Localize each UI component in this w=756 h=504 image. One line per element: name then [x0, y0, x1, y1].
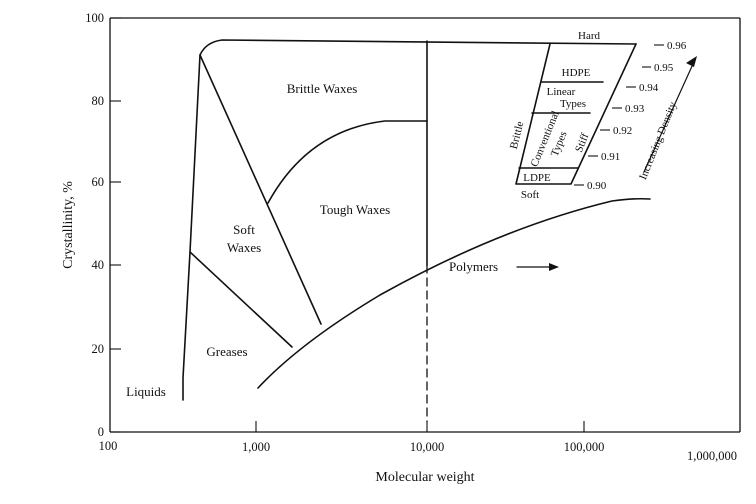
density-label: 0.90 [587, 180, 607, 192]
y-ticks [110, 17, 121, 433]
region-labels: Liquids Greases Soft Waxes Brittle Waxes… [126, 81, 559, 399]
inset-label-linear-types: Linear [547, 86, 576, 98]
density-label: 0.92 [613, 125, 632, 137]
inset-label-ldpe: LDPE [523, 172, 551, 184]
region-label-tough-waxes: Tough Waxes [320, 202, 390, 217]
y-axis-title: Crystallinity, % [61, 181, 76, 269]
inset-label-stiff: Stiff [573, 131, 592, 154]
y-tick-label: 80 [92, 94, 105, 108]
density-label: 0.91 [601, 151, 620, 163]
increasing-density-arrow-head [686, 56, 697, 67]
polymers-arrow-head [549, 263, 559, 271]
y-tick-label: 40 [92, 258, 105, 272]
polymers-arrow [516, 263, 559, 271]
y-tick-label: 20 [92, 342, 105, 356]
density-label: 0.94 [639, 82, 659, 94]
increasing-density-arrow-shaft [643, 63, 694, 173]
outer-envelope-curve [182, 39, 637, 401]
region-label-brittle-waxes: Brittle Waxes [287, 81, 358, 96]
x-tick-label: 1,000 [242, 440, 270, 454]
inset-label-soft: Soft [521, 189, 539, 201]
x-tick-label: 1,000,000 [687, 449, 737, 463]
y-tick-label: 0 [98, 425, 104, 439]
region-label-polymers: Polymers [449, 259, 498, 274]
region-label-soft-waxes: Waxes [227, 240, 261, 255]
y-tick-label: 60 [92, 175, 105, 189]
y-tick-label: 100 [85, 11, 104, 25]
x-tick-labels: 100 1,000 10,000 100,000 1,000,000 [99, 439, 737, 463]
inset-outline [515, 43, 637, 185]
x-ticks [255, 421, 585, 432]
soft-brittle-wax-boundary [199, 54, 322, 325]
inset-label-hdpe: HDPE [562, 67, 591, 79]
polymer-lower-curve [257, 197, 651, 389]
axes-frame [109, 17, 741, 433]
density-label: 0.96 [667, 40, 687, 52]
density-label: 0.93 [625, 103, 645, 115]
y-tick-labels: 0 20 40 60 80 100 [85, 11, 104, 439]
x-axis-title: Molecular weight [375, 470, 474, 485]
inset-label-brittle: Brittle [508, 120, 526, 150]
tough-wax-upper-boundary [267, 120, 428, 204]
polyethylene-inset: Hard HDPE Linear Types Conventional Type… [508, 30, 637, 201]
grease-wax-boundary [189, 251, 293, 348]
region-boundaries [182, 39, 651, 423]
region-label-soft-waxes: Soft [233, 222, 255, 237]
region-label-liquids: Liquids [126, 384, 166, 399]
x-tick-label: 100 [99, 439, 118, 453]
x-tick-label: 100,000 [564, 440, 605, 454]
density-scale: 0.96 0.95 0.94 0.93 0.92 0.91 0.90 Incre… [574, 40, 697, 192]
region-label-greases: Greases [206, 344, 247, 359]
density-label: 0.95 [654, 62, 674, 74]
inset-label-linear-types: Types [560, 98, 586, 110]
inset-label-hard: Hard [578, 30, 600, 42]
x-tick-label: 10,000 [410, 440, 444, 454]
